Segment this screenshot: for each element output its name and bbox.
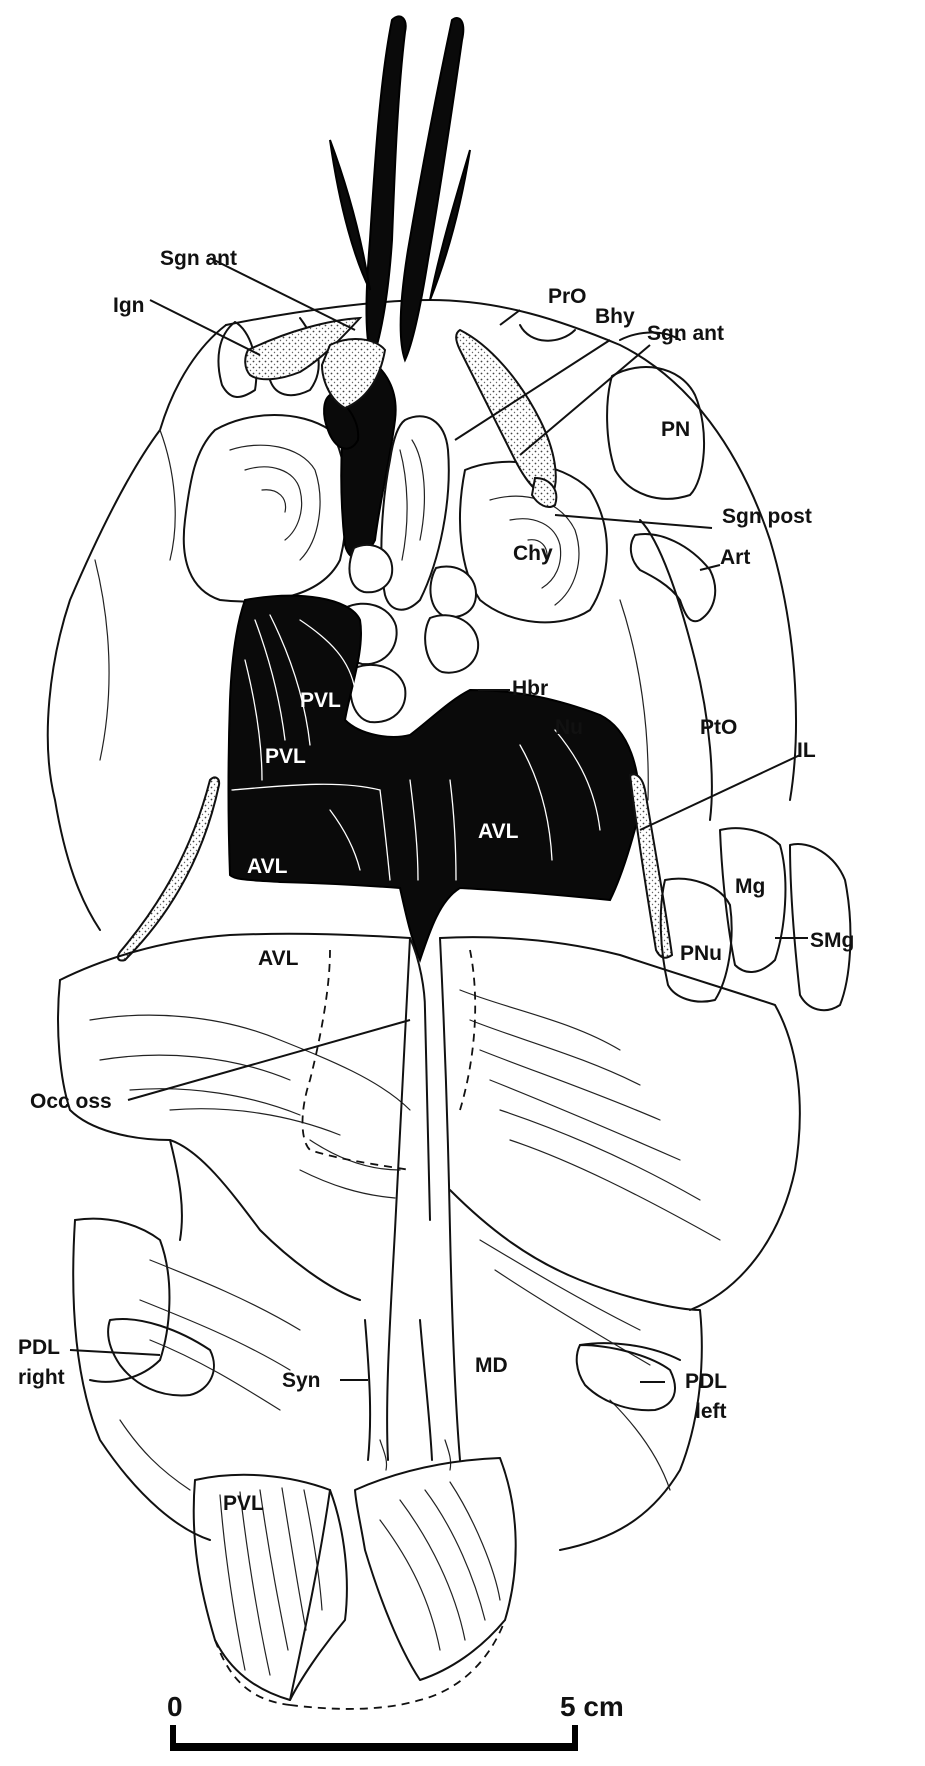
label-pto: PtO (700, 716, 737, 739)
label-avl-dark-left: AVL (247, 855, 288, 878)
label-smg: SMg (810, 929, 854, 952)
label-occ-oss: Occ oss (30, 1090, 112, 1113)
label-chy: Chy (513, 542, 553, 565)
otic-region (184, 415, 347, 602)
label-mg: Mg (735, 875, 765, 898)
label-pdl-left-line1: PDL (685, 1370, 727, 1393)
cheek-plates (661, 828, 851, 1010)
label-avl-plain: AVL (258, 947, 299, 970)
label-pvl-upper: PVL (300, 689, 341, 712)
label-pn: PN (661, 418, 690, 441)
label-sgn-post: Sgn post (722, 505, 812, 528)
label-nu: Nu (555, 716, 583, 739)
label-sgn-ant-right: Sgn ant (647, 322, 724, 345)
label-pdl-right-line1: PDL (18, 1336, 60, 1359)
scale-bar-start: 0 (167, 1691, 183, 1722)
label-ign: Ign (113, 294, 145, 317)
label-pro: PrO (548, 285, 587, 308)
label-pvl-mid: PVL (265, 745, 306, 768)
label-md: MD (475, 1354, 508, 1377)
label-avl-dark-right: AVL (478, 820, 519, 843)
label-pdl-left-line2: left (695, 1400, 727, 1423)
label-pdl-right-line2: right (18, 1366, 65, 1389)
label-hbr: Hbr (512, 677, 548, 700)
label-pvl-lower: PVL (223, 1492, 264, 1515)
scale-bar: 0 5 cm (167, 1691, 624, 1751)
label-il: IL (797, 739, 816, 762)
avl-plain-plate (58, 934, 800, 1310)
label-pnu: PNu (680, 942, 722, 965)
occ-lower-plates (73, 1140, 702, 1550)
label-sgn-ant-left: Sgn ant (160, 247, 237, 270)
median-dorsal (365, 938, 460, 1470)
pdl-plates (108, 1319, 675, 1410)
scale-bar-end: 5 cm (560, 1691, 624, 1722)
label-art: Art (720, 546, 750, 569)
label-syn: Syn (282, 1369, 321, 1392)
label-bhy: Bhy (595, 305, 635, 328)
